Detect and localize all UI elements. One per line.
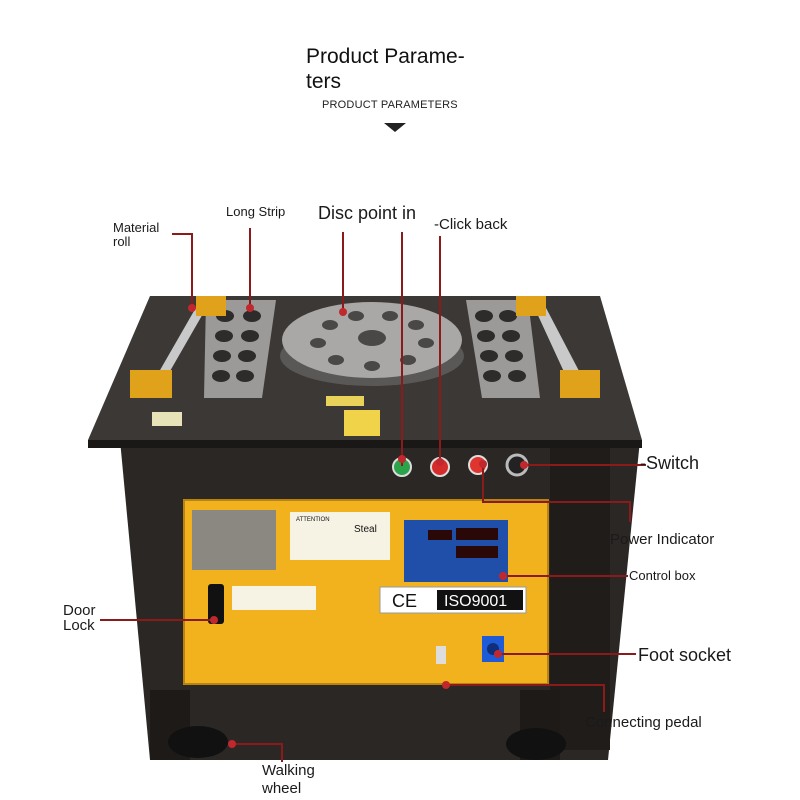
callout-click-back: -Click back	[434, 216, 508, 233]
long-strip-left-holes	[212, 310, 261, 382]
warning-sticker-3	[152, 412, 182, 426]
wheel-right	[506, 728, 566, 760]
callout-door-lock: Door Lock	[63, 602, 96, 634]
warning-sticker-2	[344, 410, 380, 436]
callout-dots	[188, 304, 528, 748]
callout-line-material-roll	[172, 233, 193, 306]
callout-material-roll: Material roll	[113, 220, 160, 249]
chevron-down-icon	[384, 123, 406, 132]
iso-box	[437, 590, 523, 610]
attention-label: ATTENTION	[296, 517, 330, 523]
callout-line-power	[482, 467, 631, 522]
iso-mark: ISO9001	[444, 593, 507, 610]
callout-foot-socket: Foot socket	[638, 645, 732, 665]
disc-holes	[310, 311, 434, 371]
warning-sticker-1	[326, 396, 364, 406]
wheel-left	[168, 726, 228, 758]
pedal-connector	[436, 646, 446, 664]
safety-sticker	[232, 586, 316, 610]
callout-connecting-pedal: Connecting pedal	[585, 714, 702, 731]
callout-walking-wheel: Walking wheel	[262, 762, 315, 797]
attention-sticker	[290, 512, 390, 560]
callout-line-pedal	[446, 684, 605, 712]
callout-control-box: Control box	[629, 568, 696, 583]
nameplate	[192, 510, 276, 570]
callout-line-wheel	[232, 743, 283, 762]
page-title: Product Parame- ters	[306, 45, 465, 93]
callout-switch: -Switch	[640, 453, 700, 473]
steal-label: Steal	[354, 524, 377, 535]
door-lock	[208, 584, 224, 624]
door-panel-edge	[183, 499, 549, 685]
long-strip-right-holes	[475, 310, 526, 382]
callout-disc-point-in: Disc point in	[318, 203, 417, 223]
callout-long-strip: Long Strip	[226, 204, 286, 219]
callout-lines	[100, 228, 646, 762]
ce-mark: CE	[392, 591, 417, 611]
control-display-3	[428, 530, 452, 540]
control-display-1	[456, 528, 498, 540]
material-roll-right	[516, 296, 600, 398]
control-display-2	[456, 546, 498, 558]
page-subtitle: PRODUCT PARAMETERS	[322, 99, 458, 111]
table-top-edge	[88, 440, 642, 448]
callout-power-indicator: Power Indicator	[610, 531, 715, 548]
material-roll-left	[130, 296, 226, 398]
